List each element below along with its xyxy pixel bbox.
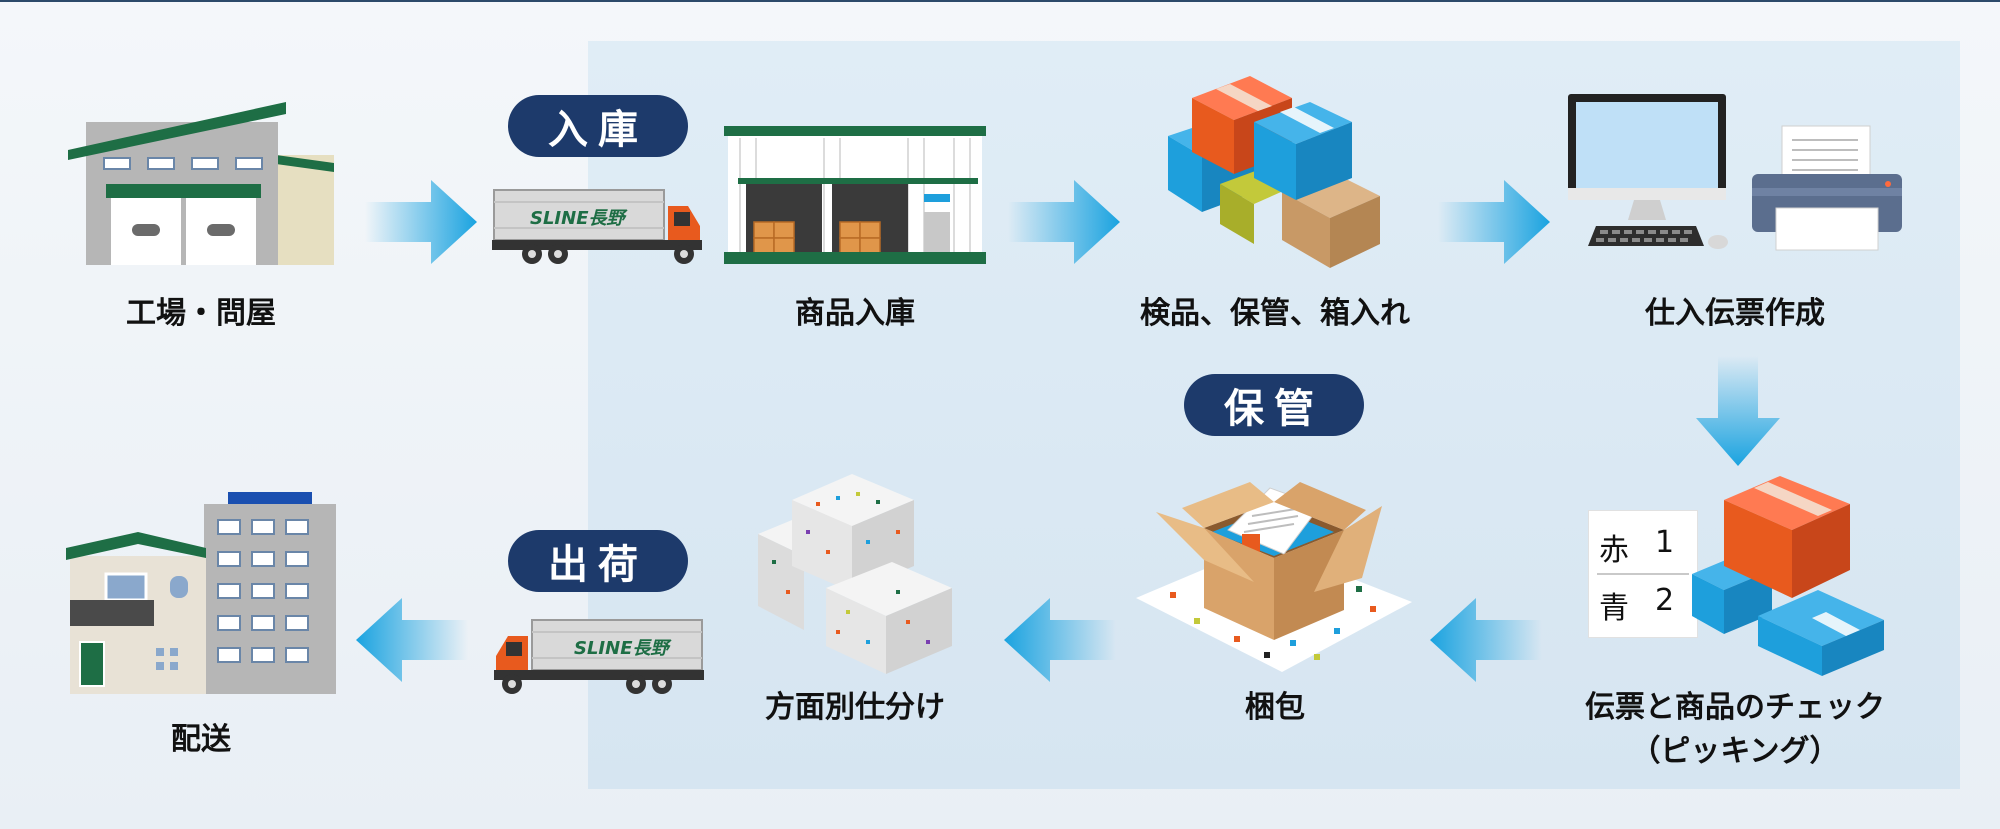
houses-buildings-icon	[66, 492, 336, 694]
flow-arrow-right-2	[1008, 180, 1120, 264]
slip-row2-qty: 2	[1655, 583, 1675, 618]
slip-row1-color: 赤	[1599, 533, 1629, 568]
truck-logo-text-outbound: SLINE長野	[574, 638, 672, 659]
slip-row2-color: 青	[1599, 591, 1629, 626]
flow-arrow-left-2	[1004, 598, 1116, 682]
step-factory-label: 工場・問屋	[126, 296, 276, 331]
storage-badge: 保管	[1184, 374, 1364, 436]
flow-arrow-left-1	[1430, 598, 1542, 682]
flow-arrow-right-3	[1438, 180, 1550, 264]
flow-arrow-down	[1696, 356, 1780, 466]
packing-box-icon	[1136, 482, 1412, 672]
truck-inbound-icon: SLINE長野	[492, 189, 702, 264]
step-check-label-line1: 伝票と商品のチェック	[1585, 690, 1885, 725]
slip-row1-qty: 1	[1655, 525, 1675, 560]
slip-card: 赤 1 青 2	[1588, 510, 1698, 638]
truck-logo-text: SLINE長野	[530, 208, 628, 229]
truck-outbound-icon: SLINE長野	[494, 619, 704, 694]
flow-arrow-right-1	[365, 180, 477, 264]
flow-arrow-left-3	[356, 598, 468, 682]
computer-printer-icon	[1568, 94, 1902, 251]
outbound-badge: 出荷	[508, 530, 688, 592]
box-stack-icon	[1168, 76, 1380, 268]
step-slip-label: 仕入伝票作成	[1645, 296, 1825, 331]
picking-boxes-icon	[1692, 476, 1884, 676]
slip-divider	[1597, 573, 1689, 575]
step-sorting-label: 方面別仕分け	[765, 690, 945, 725]
inbound-badge: 入庫	[508, 95, 688, 157]
step-packing-label: 梱包	[1245, 690, 1305, 725]
step-receiving-label: 商品入庫	[795, 296, 915, 331]
step-inspection-label: 検品、保管、箱入れ	[1140, 296, 1410, 331]
step-delivery-label: 配送	[171, 722, 231, 757]
factory-icon	[68, 102, 334, 265]
top-border-line	[0, 0, 2000, 2]
warehouse-icon	[724, 126, 986, 264]
sorted-boxes-icon	[758, 474, 952, 674]
step-check-label-line2: （ピッキング）	[1630, 734, 1840, 769]
